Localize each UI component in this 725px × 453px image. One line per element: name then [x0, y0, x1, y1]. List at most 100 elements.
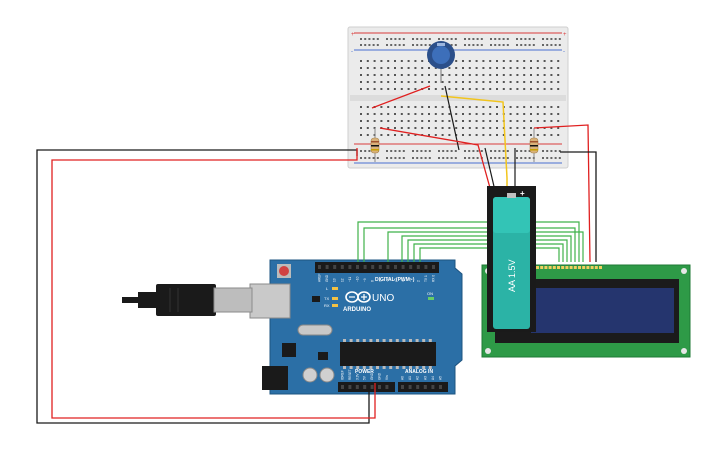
rail-hole: [550, 150, 553, 152]
breadboard-hole: [448, 67, 451, 69]
digital-pin-label: TX 1: [424, 275, 428, 282]
rail-hole: [558, 157, 561, 159]
usb-cable[interactable]: [122, 284, 253, 316]
aa-battery[interactable]: + AA 1.5V: [487, 186, 536, 332]
green-wire[interactable]: [357, 221, 580, 262]
digital-pin-label: ~11: [348, 277, 352, 282]
digital-pin-label: RX 0: [432, 275, 436, 282]
rail-hole: [394, 150, 397, 152]
rail-hole: [424, 38, 427, 40]
rail-hole: [428, 44, 431, 46]
breadboard-hole: [475, 113, 478, 115]
breadboard-hole: [468, 88, 471, 90]
breadboard-hole: [462, 60, 464, 62]
rail-hole: [438, 150, 440, 152]
breadboard-hole: [523, 60, 526, 62]
rail-hole: [464, 150, 466, 152]
breadboard-hole: [387, 120, 390, 122]
lcd-pin: [594, 266, 598, 269]
lcd-pin: [544, 266, 548, 269]
rail-hole: [532, 44, 535, 46]
rail-hole: [390, 44, 393, 46]
breadboard-hole: [380, 113, 383, 115]
breadboard-hole: [462, 81, 464, 83]
breadboard-hole: [462, 120, 464, 122]
breadboard-hole: [414, 106, 417, 108]
digital-pin-label: 12: [340, 278, 344, 282]
breadboard-hole: [434, 113, 437, 115]
breadboard-hole: [400, 127, 403, 129]
lcd-module[interactable]: [481, 264, 691, 358]
led-tx: [332, 297, 338, 300]
breadboard-hole: [400, 74, 403, 76]
potentiometer-knob[interactable]: [432, 46, 450, 64]
breadboard-hole: [516, 120, 519, 122]
breadboard-hole: [421, 81, 424, 83]
rail-hole: [472, 44, 475, 46]
breadboard-hole: [366, 81, 369, 83]
breadboard-hole: [516, 81, 519, 83]
breadboard-hole: [387, 113, 390, 115]
analog-pin: [431, 385, 435, 389]
lcd-pin: [599, 266, 602, 269]
breadboard-hole: [468, 60, 471, 62]
breadboard-hole: [441, 106, 444, 108]
breadboard-hole: [407, 88, 410, 90]
pot-power-wire[interactable]: [371, 85, 431, 109]
breadboard-hole: [428, 134, 430, 136]
breadboard-hole: [475, 67, 478, 69]
breadboard-hole: [434, 106, 437, 108]
breadboard-hole: [407, 113, 410, 115]
breadboard-hole: [482, 120, 485, 122]
breadboard-hole: [536, 113, 539, 115]
breadboard-hole: [475, 134, 478, 136]
breadboard-hole: [516, 127, 519, 129]
breadboard-hole: [428, 67, 430, 69]
pot-wiper-wire[interactable]: [440, 95, 508, 190]
breadboard-hole: [380, 67, 383, 69]
breadboard-hole: [441, 88, 444, 90]
digital-pin: [378, 265, 382, 269]
digital-pin: [386, 265, 390, 269]
breadboard-hole: [523, 113, 526, 115]
rail-hole: [386, 44, 388, 46]
rail-hole: [476, 38, 479, 40]
breadboard-hole: [557, 67, 560, 69]
green-wire[interactable]: [387, 231, 584, 262]
arduino-logo-icon: [345, 291, 371, 303]
breadboard-hole: [434, 120, 437, 122]
rail-hole: [542, 157, 544, 159]
green-wire[interactable]: [363, 227, 576, 262]
potentiometer[interactable]: [427, 41, 455, 83]
pot-ground-wire[interactable]: [444, 85, 460, 151]
power-wire-loop[interactable]: [51, 148, 376, 419]
green-data-wires[interactable]: [357, 221, 584, 262]
resistor-left[interactable]: [370, 128, 380, 162]
rail-hole: [368, 38, 371, 40]
breadboard-hole: [448, 134, 451, 136]
top-rail-holes: [360, 38, 561, 46]
arduino-model: UNO: [372, 293, 394, 304]
rail-hole: [542, 44, 544, 46]
atmega-pin: [428, 339, 432, 342]
breadboard-hole: [557, 74, 560, 76]
rail-hole: [528, 157, 531, 159]
breadboard-hole: [387, 134, 390, 136]
rail-hole: [364, 44, 367, 46]
rail-hole: [450, 150, 453, 152]
rail-hole: [390, 157, 393, 159]
battery-red-wire[interactable]: [379, 127, 493, 196]
lcd-backlight-black-wire[interactable]: [560, 151, 597, 262]
breadboard-hole: [414, 60, 417, 62]
green-wire[interactable]: [401, 235, 572, 262]
breadboard-hole: [428, 74, 430, 76]
breadboard-hole: [509, 134, 512, 136]
resistor-right[interactable]: [529, 128, 539, 162]
breadboard-hole: [536, 60, 539, 62]
breadboard-hole: [421, 120, 424, 122]
reset-button[interactable]: [279, 266, 289, 276]
breadboard-hole: [523, 81, 526, 83]
breadboard-hole: [360, 81, 362, 83]
lcd-backlight-red-wire[interactable]: [533, 124, 591, 263]
